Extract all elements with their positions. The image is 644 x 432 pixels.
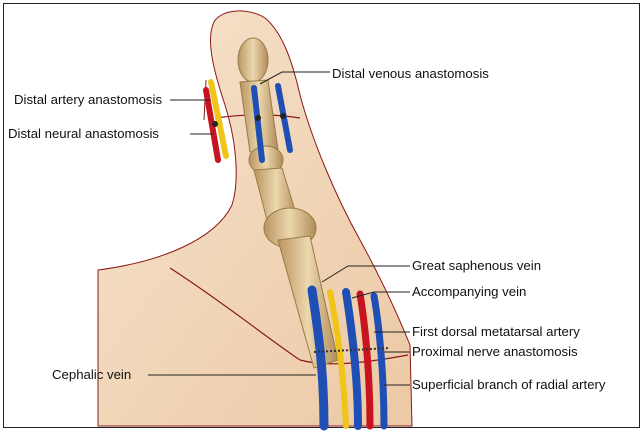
label-distal-venous-anastomosis: Distal venous anastomosis [332, 66, 489, 81]
label-accompanying-vein: Accompanying vein [412, 284, 526, 299]
label-distal-neural-anastomosis: Distal neural anastomosis [8, 126, 159, 141]
label-superficial-branch-of-radial-artery: Superficial branch of radial artery [412, 377, 606, 392]
label-cephalic-vein: Cephalic vein [52, 367, 131, 382]
label-first-dorsal-metatarsal-artery: First dorsal metatarsal artery [412, 324, 580, 339]
label-proximal-nerve-anastomosis: Proximal nerve anastomosis [412, 344, 578, 359]
label-great-saphenous-vein: Great saphenous vein [412, 258, 541, 273]
label-distal-artery-anastomosis: Distal artery anastomosis [14, 92, 162, 107]
